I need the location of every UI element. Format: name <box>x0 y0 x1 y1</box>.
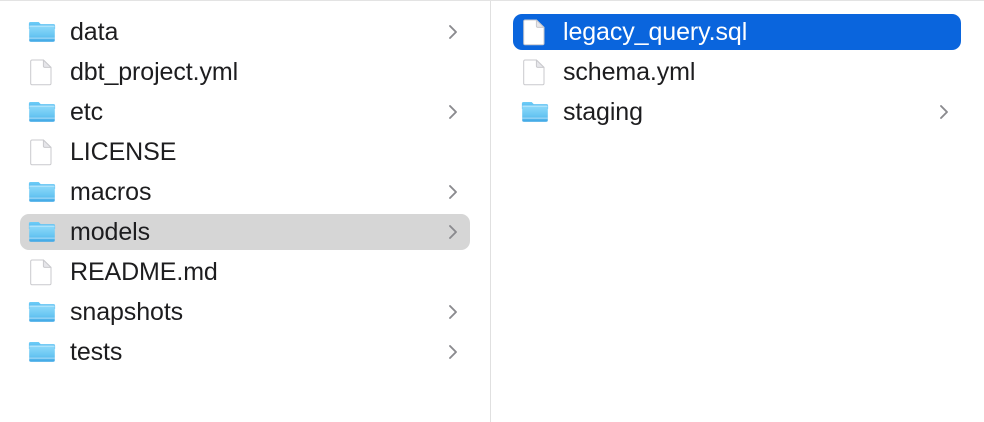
document-icon <box>521 57 549 87</box>
item-label: legacy_query.sql <box>563 18 748 46</box>
folder-row[interactable]: models <box>20 214 470 250</box>
chevron-right-icon <box>446 341 460 363</box>
folder-icon <box>28 337 56 367</box>
folder-row[interactable]: etc <box>20 94 470 130</box>
item-label: snapshots <box>70 298 184 326</box>
file-row[interactable]: dbt_project.yml <box>20 54 470 90</box>
file-row[interactable]: README.md <box>20 254 470 290</box>
item-label: LICENSE <box>70 138 177 166</box>
item-label: dbt_project.yml <box>70 58 239 86</box>
folder-row[interactable]: macros <box>20 174 470 210</box>
folder-icon <box>28 17 56 47</box>
folder-row[interactable]: data <box>20 14 470 50</box>
document-icon <box>28 257 56 287</box>
folder-icon <box>28 177 56 207</box>
file-row[interactable]: legacy_query.sql <box>513 14 961 50</box>
item-label: models <box>70 218 150 246</box>
folder-row[interactable]: tests <box>20 334 470 370</box>
file-row[interactable]: schema.yml <box>513 54 961 90</box>
item-label: data <box>70 18 119 46</box>
chevron-right-icon <box>446 221 460 243</box>
file-row[interactable]: LICENSE <box>20 134 470 170</box>
item-label: schema.yml <box>563 58 696 86</box>
item-label: staging <box>563 98 643 126</box>
item-label: README.md <box>70 258 218 286</box>
chevron-right-icon <box>446 101 460 123</box>
chevron-right-icon <box>937 101 951 123</box>
item-label: macros <box>70 178 152 206</box>
chevron-right-icon <box>446 301 460 323</box>
document-icon <box>521 17 549 47</box>
chevron-right-icon <box>446 21 460 43</box>
finder-column-1[interactable]: legacy_query.sql schema.yml staging <box>491 1 984 422</box>
folder-icon <box>28 297 56 327</box>
item-label: etc <box>70 98 104 126</box>
folder-row[interactable]: staging <box>513 94 961 130</box>
folder-icon <box>28 97 56 127</box>
chevron-right-icon <box>446 181 460 203</box>
item-label: tests <box>70 338 123 366</box>
document-icon <box>28 137 56 167</box>
folder-row[interactable]: snapshots <box>20 294 470 330</box>
folder-icon <box>521 97 549 127</box>
folder-icon <box>28 217 56 247</box>
document-icon <box>28 57 56 87</box>
